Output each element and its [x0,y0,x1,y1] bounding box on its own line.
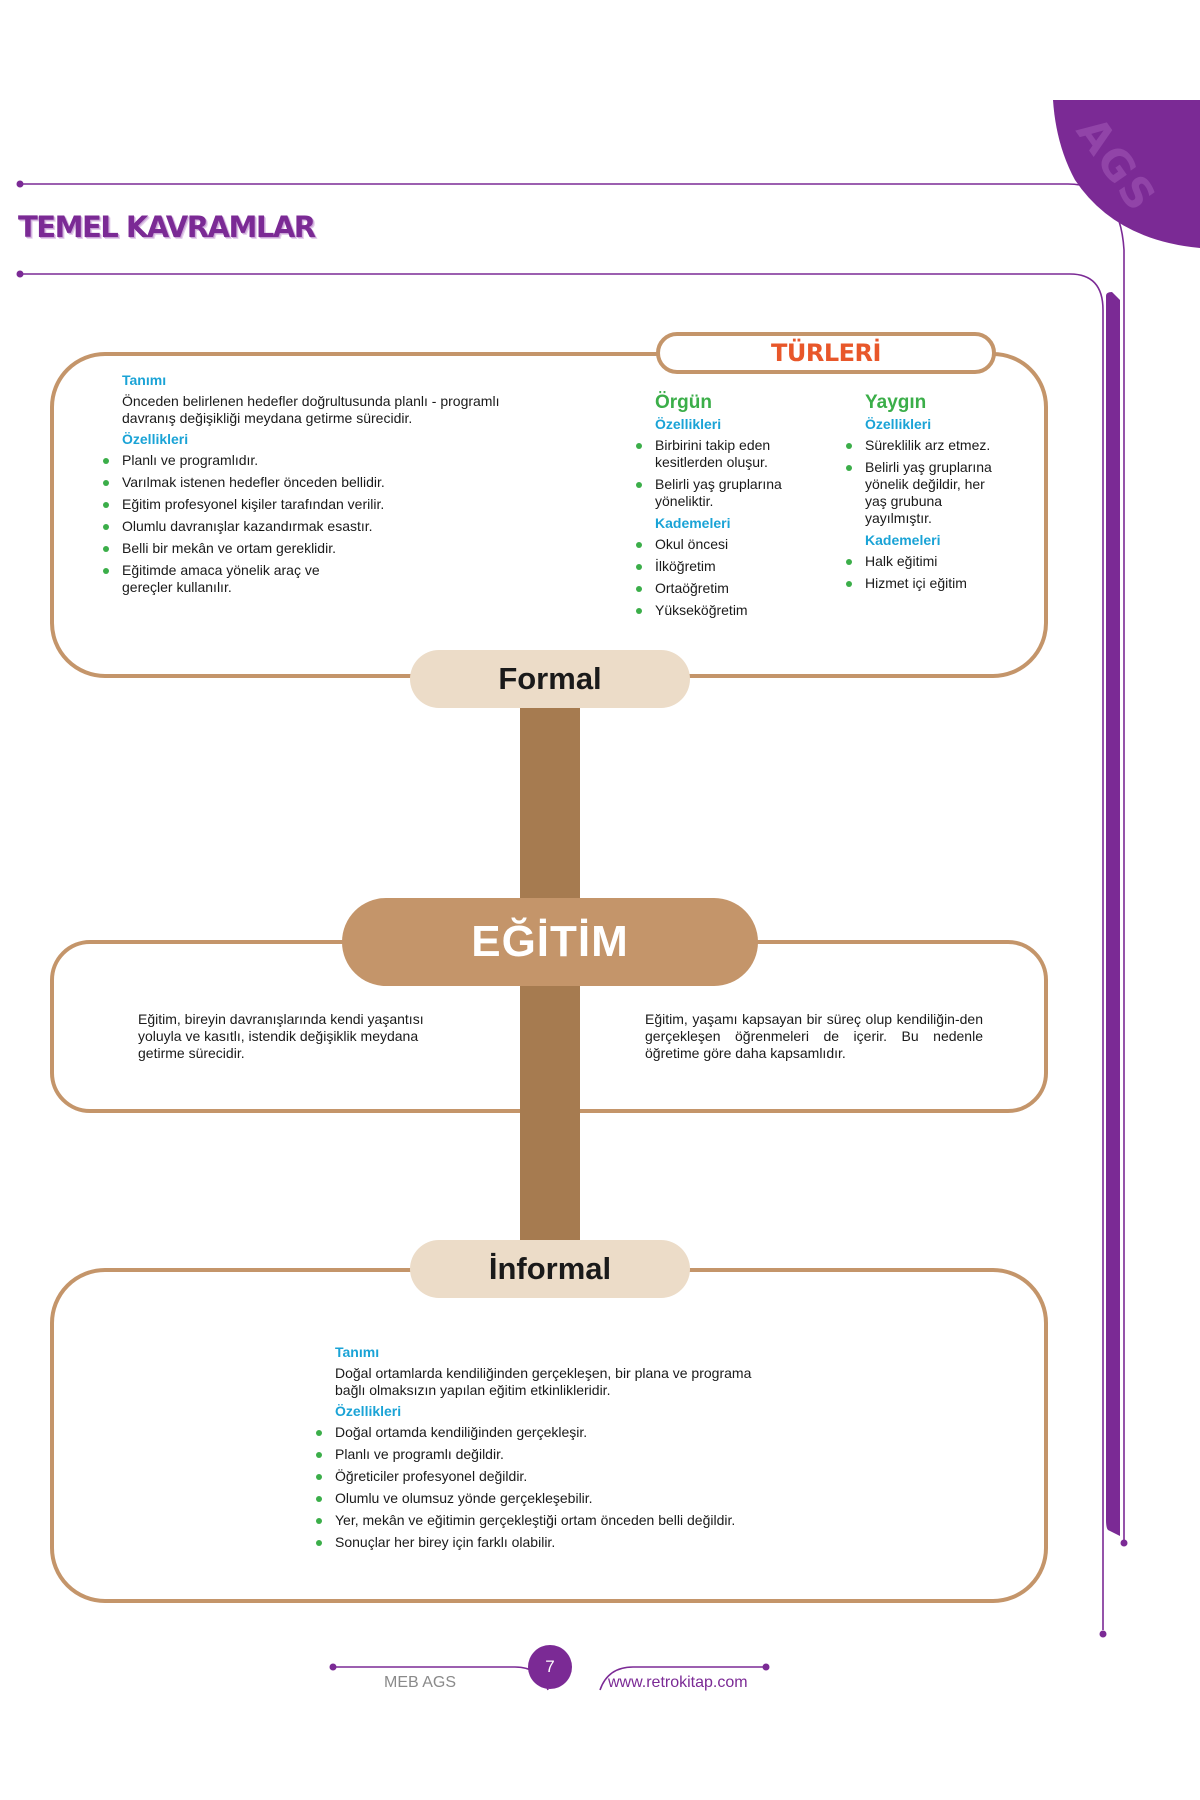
egitim-pill: EĞİTİM [342,898,758,986]
egitim-left-text: Eğitim, bireyin davranışlarında kendi ya… [138,1011,424,1061]
informal-content: Tanımı Doğal ortamlarda kendiliğinden ge… [316,1344,805,1556]
yaygin-column: Yaygın Özellikleri Süreklilik arz etmez.… [846,392,1015,597]
formal-ozellik-list: Planlı ve programlıdır. Varılmak istenen… [103,452,392,596]
list-item: Olumlu ve olumsuz yönde gerçekleşebilir. [316,1490,805,1507]
list-item: İlköğretim [636,558,825,575]
yaygin-ozellik-label: Özellikleri [865,416,932,432]
page-title: TEMEL KAVRAMLAR [18,210,316,244]
orgun-kademe-list: Okul öncesi İlköğretim Ortaöğretim Yükse… [636,536,825,619]
yaygin-title: Yaygın [865,392,927,413]
informal-tanim-label: Tanımı [335,1344,380,1360]
orgun-title: Örgün [655,392,712,413]
turleri-box: TÜRLERİ [656,332,996,374]
list-item: Belirli yaş gruplarına yönelik değildir,… [846,459,1005,527]
list-item: Hizmet içi eğitim [846,575,1015,592]
list-item: Belli bir mekân ve ortam gereklidir. [103,540,542,557]
list-item: Varılmak istenen hedefler önceden bellid… [103,474,542,491]
orgun-kademe-label: Kademeleri [655,515,731,531]
list-item: Yükseköğretim [636,602,825,619]
list-item: Süreklilik arz etmez. [846,437,1010,454]
formal-tanim-label: Tanımı [122,372,167,388]
list-item: Ortaöğretim [636,580,825,597]
formal-left: Tanımı Önceden belirlenen hedefler doğru… [103,372,542,601]
list-item: Okul öncesi [636,536,825,553]
orgun-column: Örgün Özellikleri Birbirini takip eden k… [636,392,825,624]
list-item: Yer, mekân ve eğitimin gerçekleştiği ort… [316,1512,805,1529]
list-item: Belirli yaş gruplarına yöneliktir. [636,476,805,510]
list-item: Birbirini takip eden kesitlerden oluşur. [636,437,795,471]
footer-url[interactable]: www.retrokitap.com [608,1674,748,1691]
yaygin-ozellik-list: Süreklilik arz etmez. Belirli yaş grupla… [846,437,1015,527]
list-item: Halk eğitimi [846,553,1015,570]
formal-card [50,352,1048,678]
formal-pill: Formal [410,650,690,708]
informal-pill: İnformal [410,1240,690,1298]
informal-ozellik-list: Doğal ortamda kendiliğinden gerçekleşir.… [316,1424,805,1551]
yaygin-kademe-label: Kademeleri [865,532,941,548]
orgun-ozellik-list: Birbirini takip eden kesitlerden oluşur.… [636,437,825,510]
list-item: Olumlu davranışlar kazandırmak esastır. [103,518,542,535]
list-item: Planlı ve programlıdır. [103,452,542,469]
page-number-badge: 7 [528,1645,572,1689]
orgun-ozellik-label: Özellikleri [655,416,722,432]
formal-ozellik-label: Özellikleri [122,431,189,447]
list-item: Eğitimde amaca yönelik araç ve gereçler … [103,562,352,596]
list-item: Sonuçlar her birey için farklı olabilir. [316,1534,805,1551]
informal-tanim-text: Doğal ortamlarda kendiliğinden gerçekleş… [335,1365,752,1398]
turleri-heading: TÜRLERİ [771,339,881,367]
list-item: Öğreticiler profesyonel değildir. [316,1468,805,1485]
egitim-right-text: Eğitim, yaşamı kapsayan bir süreç olup k… [645,1011,983,1061]
list-item: Eğitim profesyonel kişiler tarafından ve… [103,496,542,513]
footer-left: MEB AGS [384,1674,457,1691]
list-item: Doğal ortamda kendiliğinden gerçekleşir. [316,1424,805,1441]
page-number: 7 [545,1657,555,1676]
list-item: Planlı ve programlı değildir. [316,1446,805,1463]
informal-ozellik-label: Özellikleri [335,1403,402,1419]
yaygin-kademe-list: Halk eğitimi Hizmet içi eğitim [846,553,1015,592]
formal-tanim-text: Önceden belirlenen hedefler doğrultusund… [122,393,500,426]
